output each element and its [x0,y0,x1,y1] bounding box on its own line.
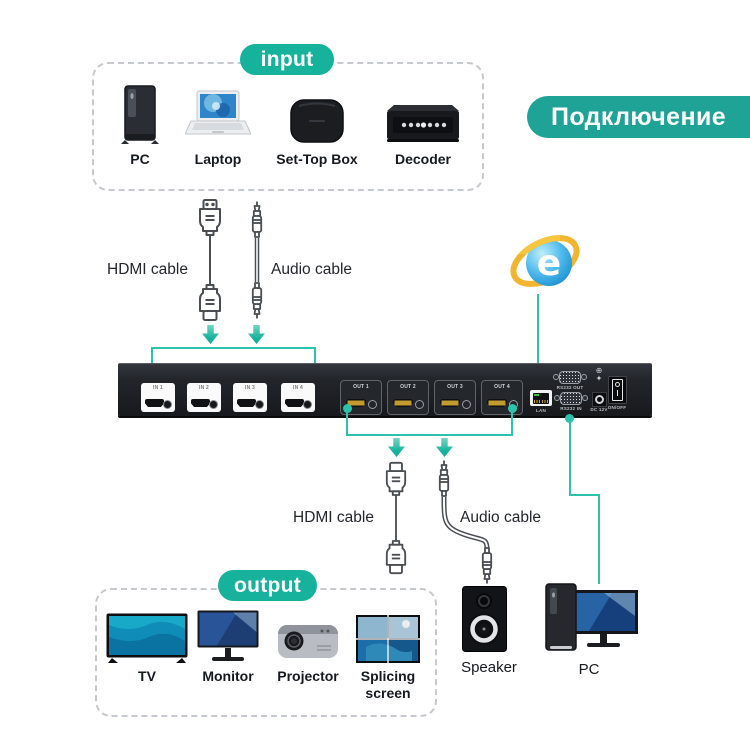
svg-text:e: e [537,243,561,284]
dc-label: DC 12V [590,407,608,412]
ground-screw-icon: ⊕✦ [595,366,603,383]
tv-icon [106,613,188,663]
out-port-label: OUT 4 [494,384,510,390]
audio-jack-icon [462,400,471,409]
settop-box-icon [290,99,344,143]
connector-line [346,409,348,436]
audio-cable-icon [251,201,263,319]
connector-line [151,347,316,349]
audio-cable-icon [438,460,493,584]
output-pill-text: output [233,573,302,597]
connector-dot [565,414,574,423]
hdmi-port-icon [393,399,413,407]
out-port-panel: OUT 3 [434,380,476,415]
audio-jack-icon [368,400,377,409]
connector-line [569,420,571,496]
connector-line [314,347,316,373]
out-port-panel: OUT 2 [387,380,429,415]
pc-tower-icon [121,85,159,144]
out-port-label: OUT 2 [400,384,416,390]
input-pill-text: input [260,47,314,71]
in-port-panel: IN 4 [281,383,315,412]
decoder-icon [387,105,459,142]
rs232-out-port-icon [553,370,587,384]
audio-jack-icon [163,400,172,409]
matrix-switcher: IN 1 IN 2 IN 3 IN 4 OUT 1 OUT 2 [118,363,652,416]
internet-explorer-icon: e [510,235,580,287]
hdmi-cable-label: HDMI cable [293,509,374,526]
output-pill: output [218,570,317,601]
title-banner-text: Подключение [550,102,727,131]
audio-jack-icon [255,400,264,409]
in-port-label: IN 4 [293,385,303,391]
in-port-label: IN 2 [199,385,209,391]
connector-line [511,409,513,436]
connector-line [598,494,600,584]
hdmi-port-icon [346,399,366,407]
input-pill: input [240,44,334,75]
input-item-label: Set-Top Box [276,151,358,167]
pc-desktop-icon [545,583,638,651]
output-item-label: TV [138,668,156,684]
audio-jack-icon [303,400,312,409]
in-port-panel: IN 3 [233,383,267,412]
connector-line [346,434,513,436]
input-item-label: PC [130,151,150,167]
connector-dot [508,404,517,413]
output-item-label: Monitor [202,668,254,684]
out-port-label: OUT 3 [447,384,463,390]
input-item-label: Decoder [394,151,452,167]
down-arrow-icon [248,325,265,344]
in-port-label: IN 3 [245,385,255,391]
down-arrow-icon [202,325,219,344]
down-arrow-icon [388,438,405,457]
hdmi-cable-icon [199,199,221,321]
hdmi-cable-icon [385,461,407,575]
projector-icon [278,625,338,658]
power-label: ON/OFF [607,405,627,410]
hdmi-cable-label: HDMI cable [107,261,188,278]
rs232-in-port-icon [554,391,588,405]
connector-line [537,294,539,374]
audio-jack-icon [209,400,218,409]
hdmi-port-icon [487,399,507,407]
hdmi-port-icon [237,399,256,407]
speaker-label: Speaker [461,659,517,676]
laptop-icon [185,90,251,135]
rs232-in-label: RS232 IN [560,406,582,411]
lan-port-icon [530,390,552,406]
output-item-label: Splicing screen [360,668,416,701]
out-port-panel: OUT 1 [340,380,382,415]
dc-jack-icon [592,392,607,407]
hdmi-port-icon [145,399,164,407]
monitor-icon [197,610,259,661]
audio-cable-label: Audio cable [271,261,353,278]
power-switch-icon [608,376,627,404]
hdmi-port-icon [440,399,460,407]
out-port-label: OUT 1 [353,384,369,390]
output-item-label: Projector [277,668,339,684]
connector-dot [343,404,352,413]
rs232-out-label: RS232 OUT [556,385,584,390]
speaker-icon [462,586,507,652]
connector-line [569,494,600,496]
in-port-panel: IN 2 [187,383,221,412]
title-banner: Подключение [527,96,750,138]
audio-cable-label: Audio cable [460,509,542,526]
input-item-label: Laptop [194,151,242,167]
endpoint-pc-label: PC [578,661,600,678]
hdmi-port-icon [191,399,210,407]
lan-label: LAN [535,408,547,413]
audio-jack-icon [415,400,424,409]
splicing-screen-icon [356,615,420,663]
connector-line [151,347,153,373]
in-port-label: IN 1 [153,385,163,391]
in-port-panel: IN 1 [141,383,175,412]
hdmi-port-icon [285,399,304,407]
down-arrow-icon [436,438,453,457]
